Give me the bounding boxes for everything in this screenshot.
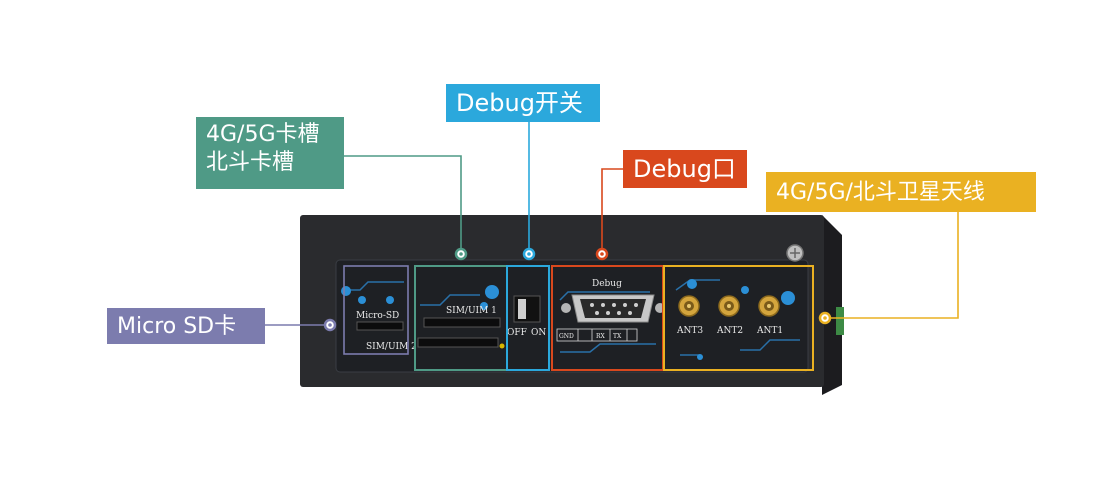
- marker-micro-sd: [323, 318, 337, 332]
- inner-faceplate: [335, 259, 809, 373]
- marker-debug-switch: [522, 247, 536, 261]
- label-sim2: SIM/UIM 2: [366, 342, 417, 352]
- callout-micro-sd-text: Micro SD卡: [117, 314, 237, 339]
- frame-debug-switch: [506, 265, 550, 371]
- label-micro-sd: Micro-SD: [356, 311, 399, 321]
- callout-sim-slot-line2: 北斗卡槽: [206, 149, 295, 175]
- callout-debug-port-text: Debug口: [633, 155, 736, 183]
- label-pin-rx: RX: [596, 333, 606, 340]
- sim-led: [499, 343, 505, 349]
- callout-debug-port: Debug口: [623, 150, 747, 188]
- sim-slot-2: [417, 337, 499, 348]
- debug-switch-body: [513, 295, 541, 323]
- antenna-connector-ant1: [758, 295, 780, 317]
- label-pin-gnd: GND: [559, 333, 574, 340]
- callout-antenna: 4G/5G/北斗卫星天线: [766, 172, 1036, 212]
- label-on: ON: [531, 328, 546, 338]
- label-ant3: ANT3: [676, 326, 703, 336]
- label-debug: Debug: [592, 279, 622, 289]
- callout-micro-sd: Micro SD卡: [107, 308, 265, 344]
- label-pin-tx: TX: [613, 333, 622, 340]
- callout-debug-switch: Debug开关: [446, 84, 600, 122]
- frame-micro-sd: [343, 265, 409, 355]
- label-sim1: SIM/UIM 1: [446, 306, 497, 316]
- antenna-connector-ant2: [718, 295, 740, 317]
- callout-antenna-text: 4G/5G/北斗卫星天线: [776, 180, 985, 205]
- leader-antenna: [825, 212, 959, 319]
- leader-sim: [344, 155, 462, 254]
- leader-debug-port: [601, 168, 623, 254]
- sim-slot-1: [423, 317, 501, 328]
- label-off: OFF: [507, 328, 527, 338]
- micro-sd-slot: [356, 321, 404, 331]
- pin-table: [556, 328, 638, 342]
- db9-pins: [590, 303, 638, 315]
- frame-antenna: [663, 265, 814, 371]
- debug-switch-knob: [518, 299, 526, 319]
- label-ant2: ANT2: [716, 326, 743, 336]
- device-side-right: [822, 215, 842, 395]
- label-ant1: ANT1: [756, 326, 783, 336]
- terminal-block: [836, 307, 844, 335]
- callout-sim-slot: 4G/5G卡槽 北斗卡槽: [196, 117, 344, 189]
- marker-sim: [454, 247, 468, 261]
- callout-sim-slot-line1: 4G/5G卡槽: [206, 122, 320, 147]
- callout-debug-switch-text: Debug开关: [456, 89, 583, 117]
- antenna-connector-ant3: [678, 295, 700, 317]
- marker-debug-port: [595, 247, 609, 261]
- circuit-traces: [346, 279, 800, 356]
- marker-antenna: [818, 311, 832, 325]
- db9-screw-left: [561, 303, 571, 313]
